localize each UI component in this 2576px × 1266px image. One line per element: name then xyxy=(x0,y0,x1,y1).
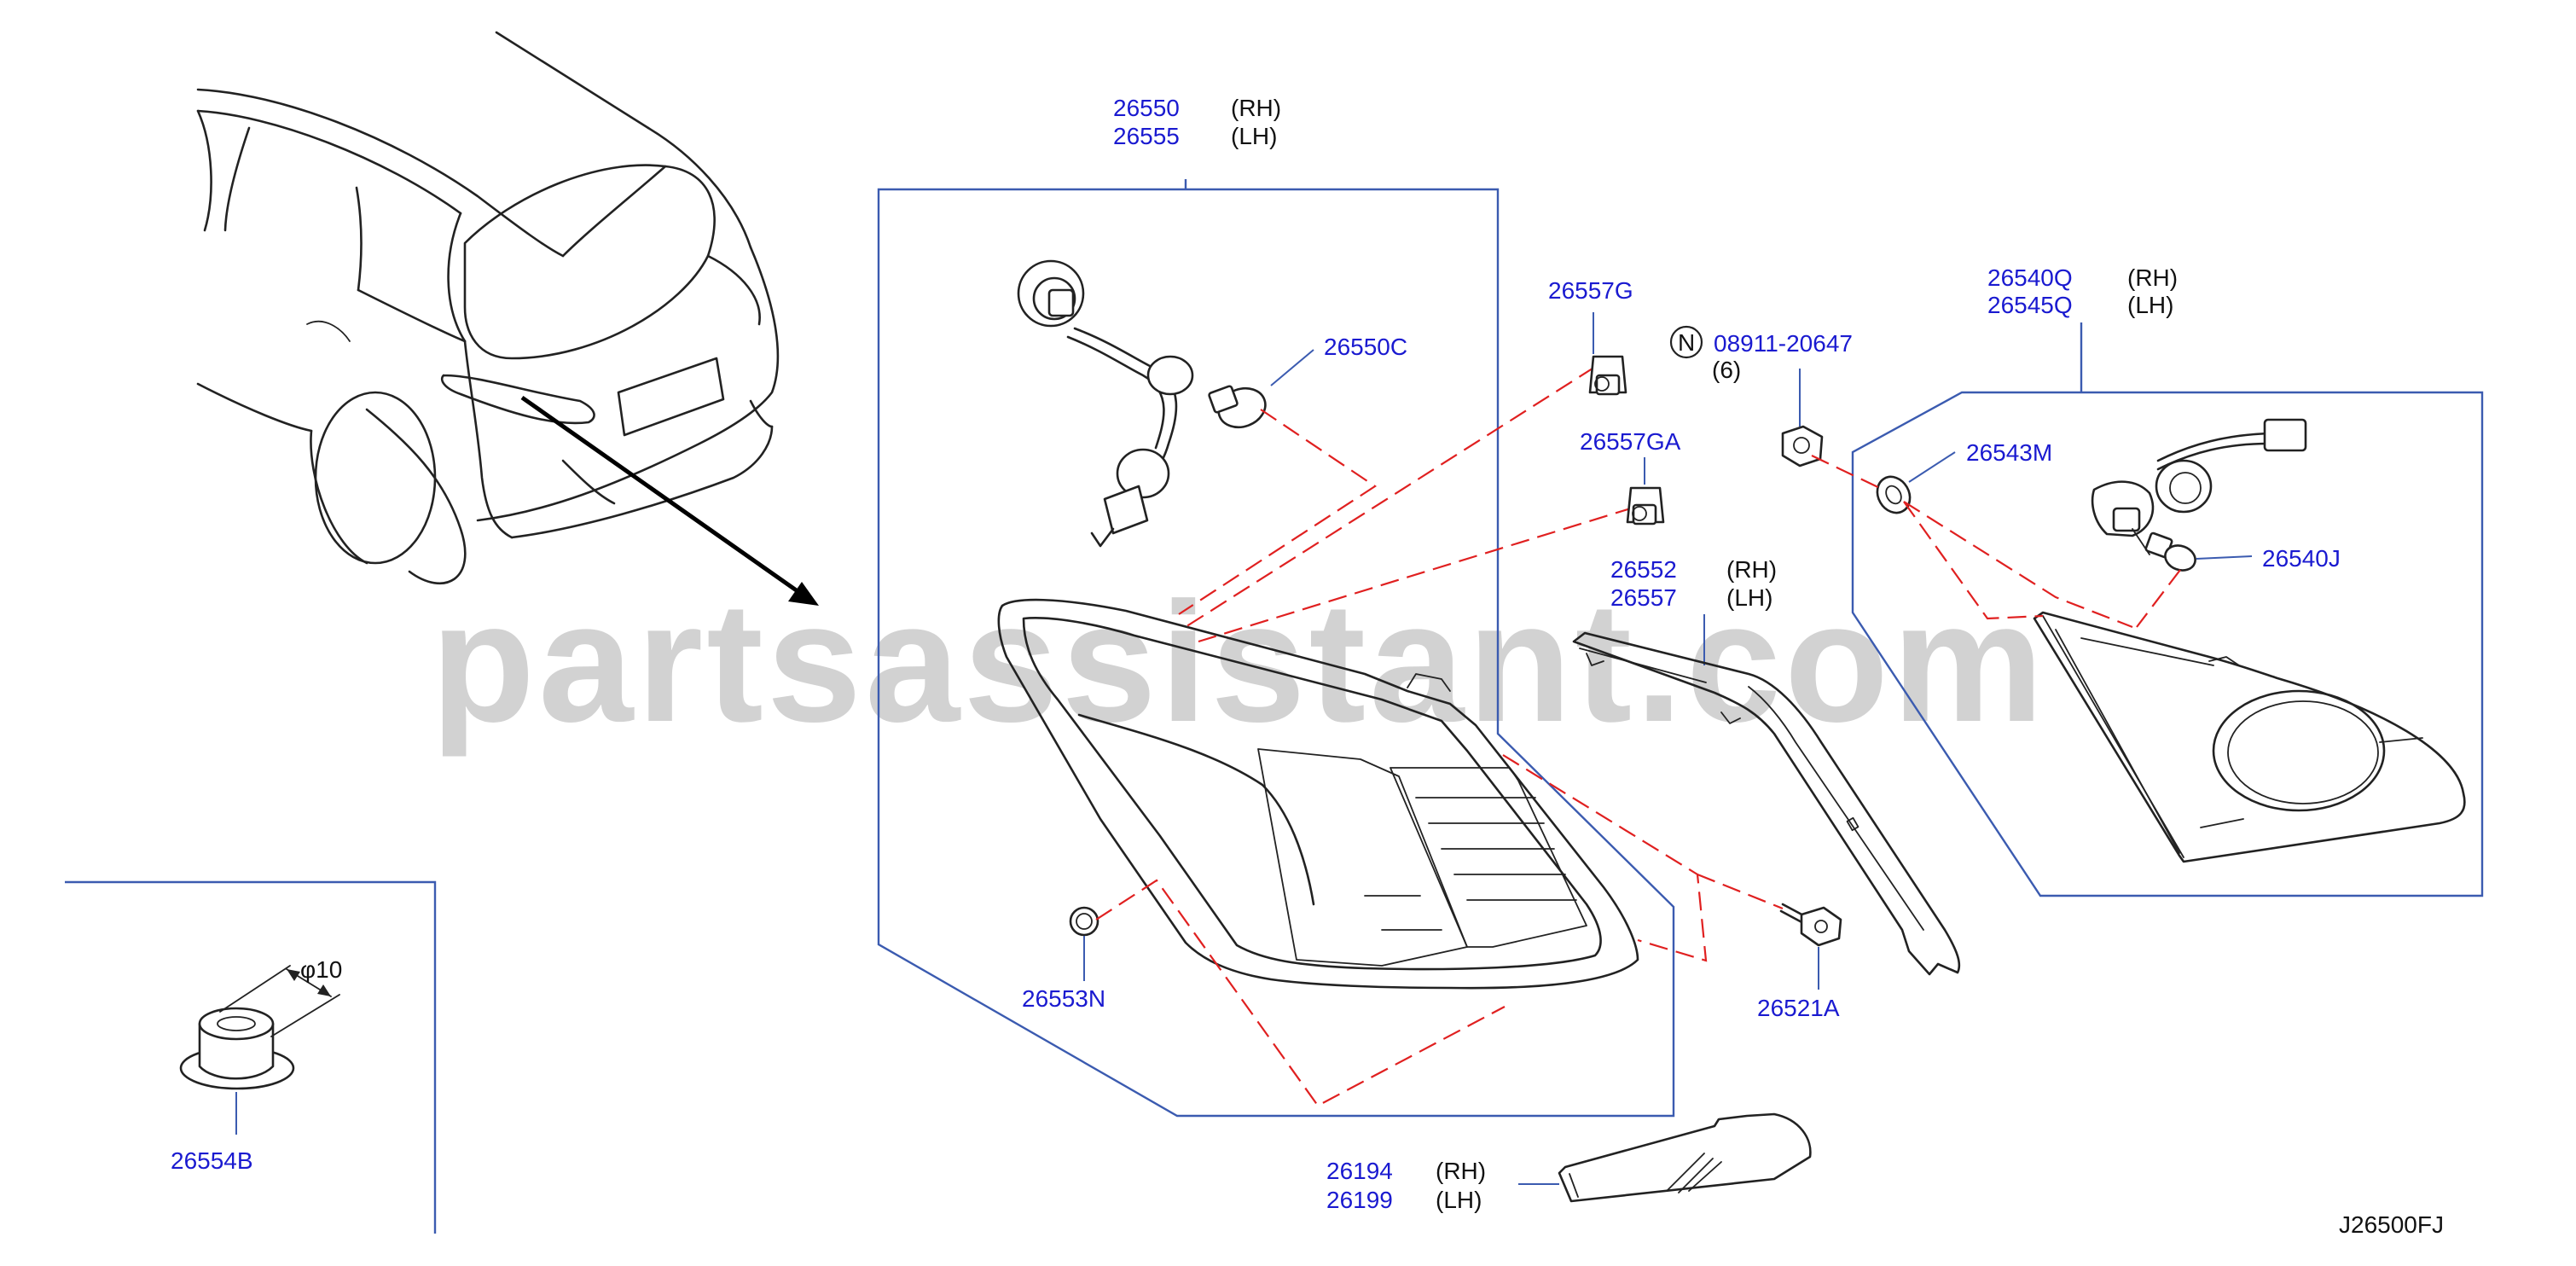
clip-26554b xyxy=(179,1007,295,1090)
svg-text:N: N xyxy=(1678,329,1695,356)
lamp-assembly-frame xyxy=(877,179,1675,1118)
gasket-26543m xyxy=(1876,475,1912,514)
side-rh-label: (RH) xyxy=(2127,264,2178,291)
inner-socket-harness xyxy=(2091,418,2307,555)
rear-combination-lamp xyxy=(997,598,1639,990)
callout-26557ga[interactable]: 26557GA xyxy=(1580,428,1681,455)
bulb-socket-harness xyxy=(1017,259,1194,548)
bulb-26540j xyxy=(2144,531,2196,572)
diagram-code: J26500FJ xyxy=(2339,1211,2444,1238)
dimension-label: φ10 xyxy=(300,956,342,983)
callout-26543m[interactable]: 26543M xyxy=(1966,439,2052,466)
reflector-26194 xyxy=(1558,1112,1812,1203)
callout-26555[interactable]: 26555 xyxy=(1113,123,1180,149)
callout-26545q[interactable]: 26545Q xyxy=(1987,292,2073,318)
diameter-dimension xyxy=(219,965,340,1037)
callout-26553n[interactable]: 26553N xyxy=(1022,985,1105,1012)
nut-marker: N xyxy=(1669,325,1703,359)
callout-26552[interactable]: 26552 xyxy=(1610,556,1677,583)
pointer-arrow xyxy=(520,395,819,606)
assembly-lines xyxy=(1095,366,1784,1107)
vehicle-rear-illustration xyxy=(196,31,780,585)
callout-26550c[interactable]: 26550C xyxy=(1324,334,1407,360)
side-rh-label: (RH) xyxy=(1231,95,1281,121)
callout-26194[interactable]: 26194 xyxy=(1326,1158,1393,1184)
inner-lamp-frame xyxy=(1851,322,2484,897)
clip-26557ga xyxy=(1626,486,1665,526)
side-lh-label: (LH) xyxy=(1436,1187,1482,1213)
callout-26521a[interactable]: 26521A xyxy=(1757,995,1840,1021)
screw-26521a xyxy=(1779,903,1842,947)
bulb-26550c xyxy=(1208,385,1267,429)
callout-26540q[interactable]: 26540Q xyxy=(1987,264,2073,291)
side-lh-label: (LH) xyxy=(1231,123,1277,149)
callout-08911-20647[interactable]: 08911-20647 xyxy=(1714,330,1853,357)
callout-26550[interactable]: 26550 xyxy=(1113,95,1180,121)
inner-lamp xyxy=(2033,611,2466,863)
clip-26557g xyxy=(1588,355,1627,396)
side-rh-label: (RH) xyxy=(1726,556,1777,583)
callout-26199[interactable]: 26199 xyxy=(1326,1187,1393,1213)
side-lh-label: (LH) xyxy=(2127,292,2173,318)
quantity-label: (6) xyxy=(1712,357,1741,383)
garnish-finisher xyxy=(1572,631,1961,976)
side-lh-label: (LH) xyxy=(1726,584,1772,611)
callout-26554b[interactable]: 26554B xyxy=(171,1147,253,1174)
nut-08911-20647 xyxy=(1781,425,1824,467)
grommet-26553n xyxy=(1069,906,1099,937)
callout-26540j[interactable]: 26540J xyxy=(2262,545,2341,572)
inner-assembly-lines xyxy=(1811,455,2181,629)
callout-26557[interactable]: 26557 xyxy=(1610,584,1677,611)
callout-26557g[interactable]: 26557G xyxy=(1548,277,1633,304)
side-rh-label: (RH) xyxy=(1436,1158,1486,1184)
clip-inset-frame xyxy=(65,880,437,1234)
